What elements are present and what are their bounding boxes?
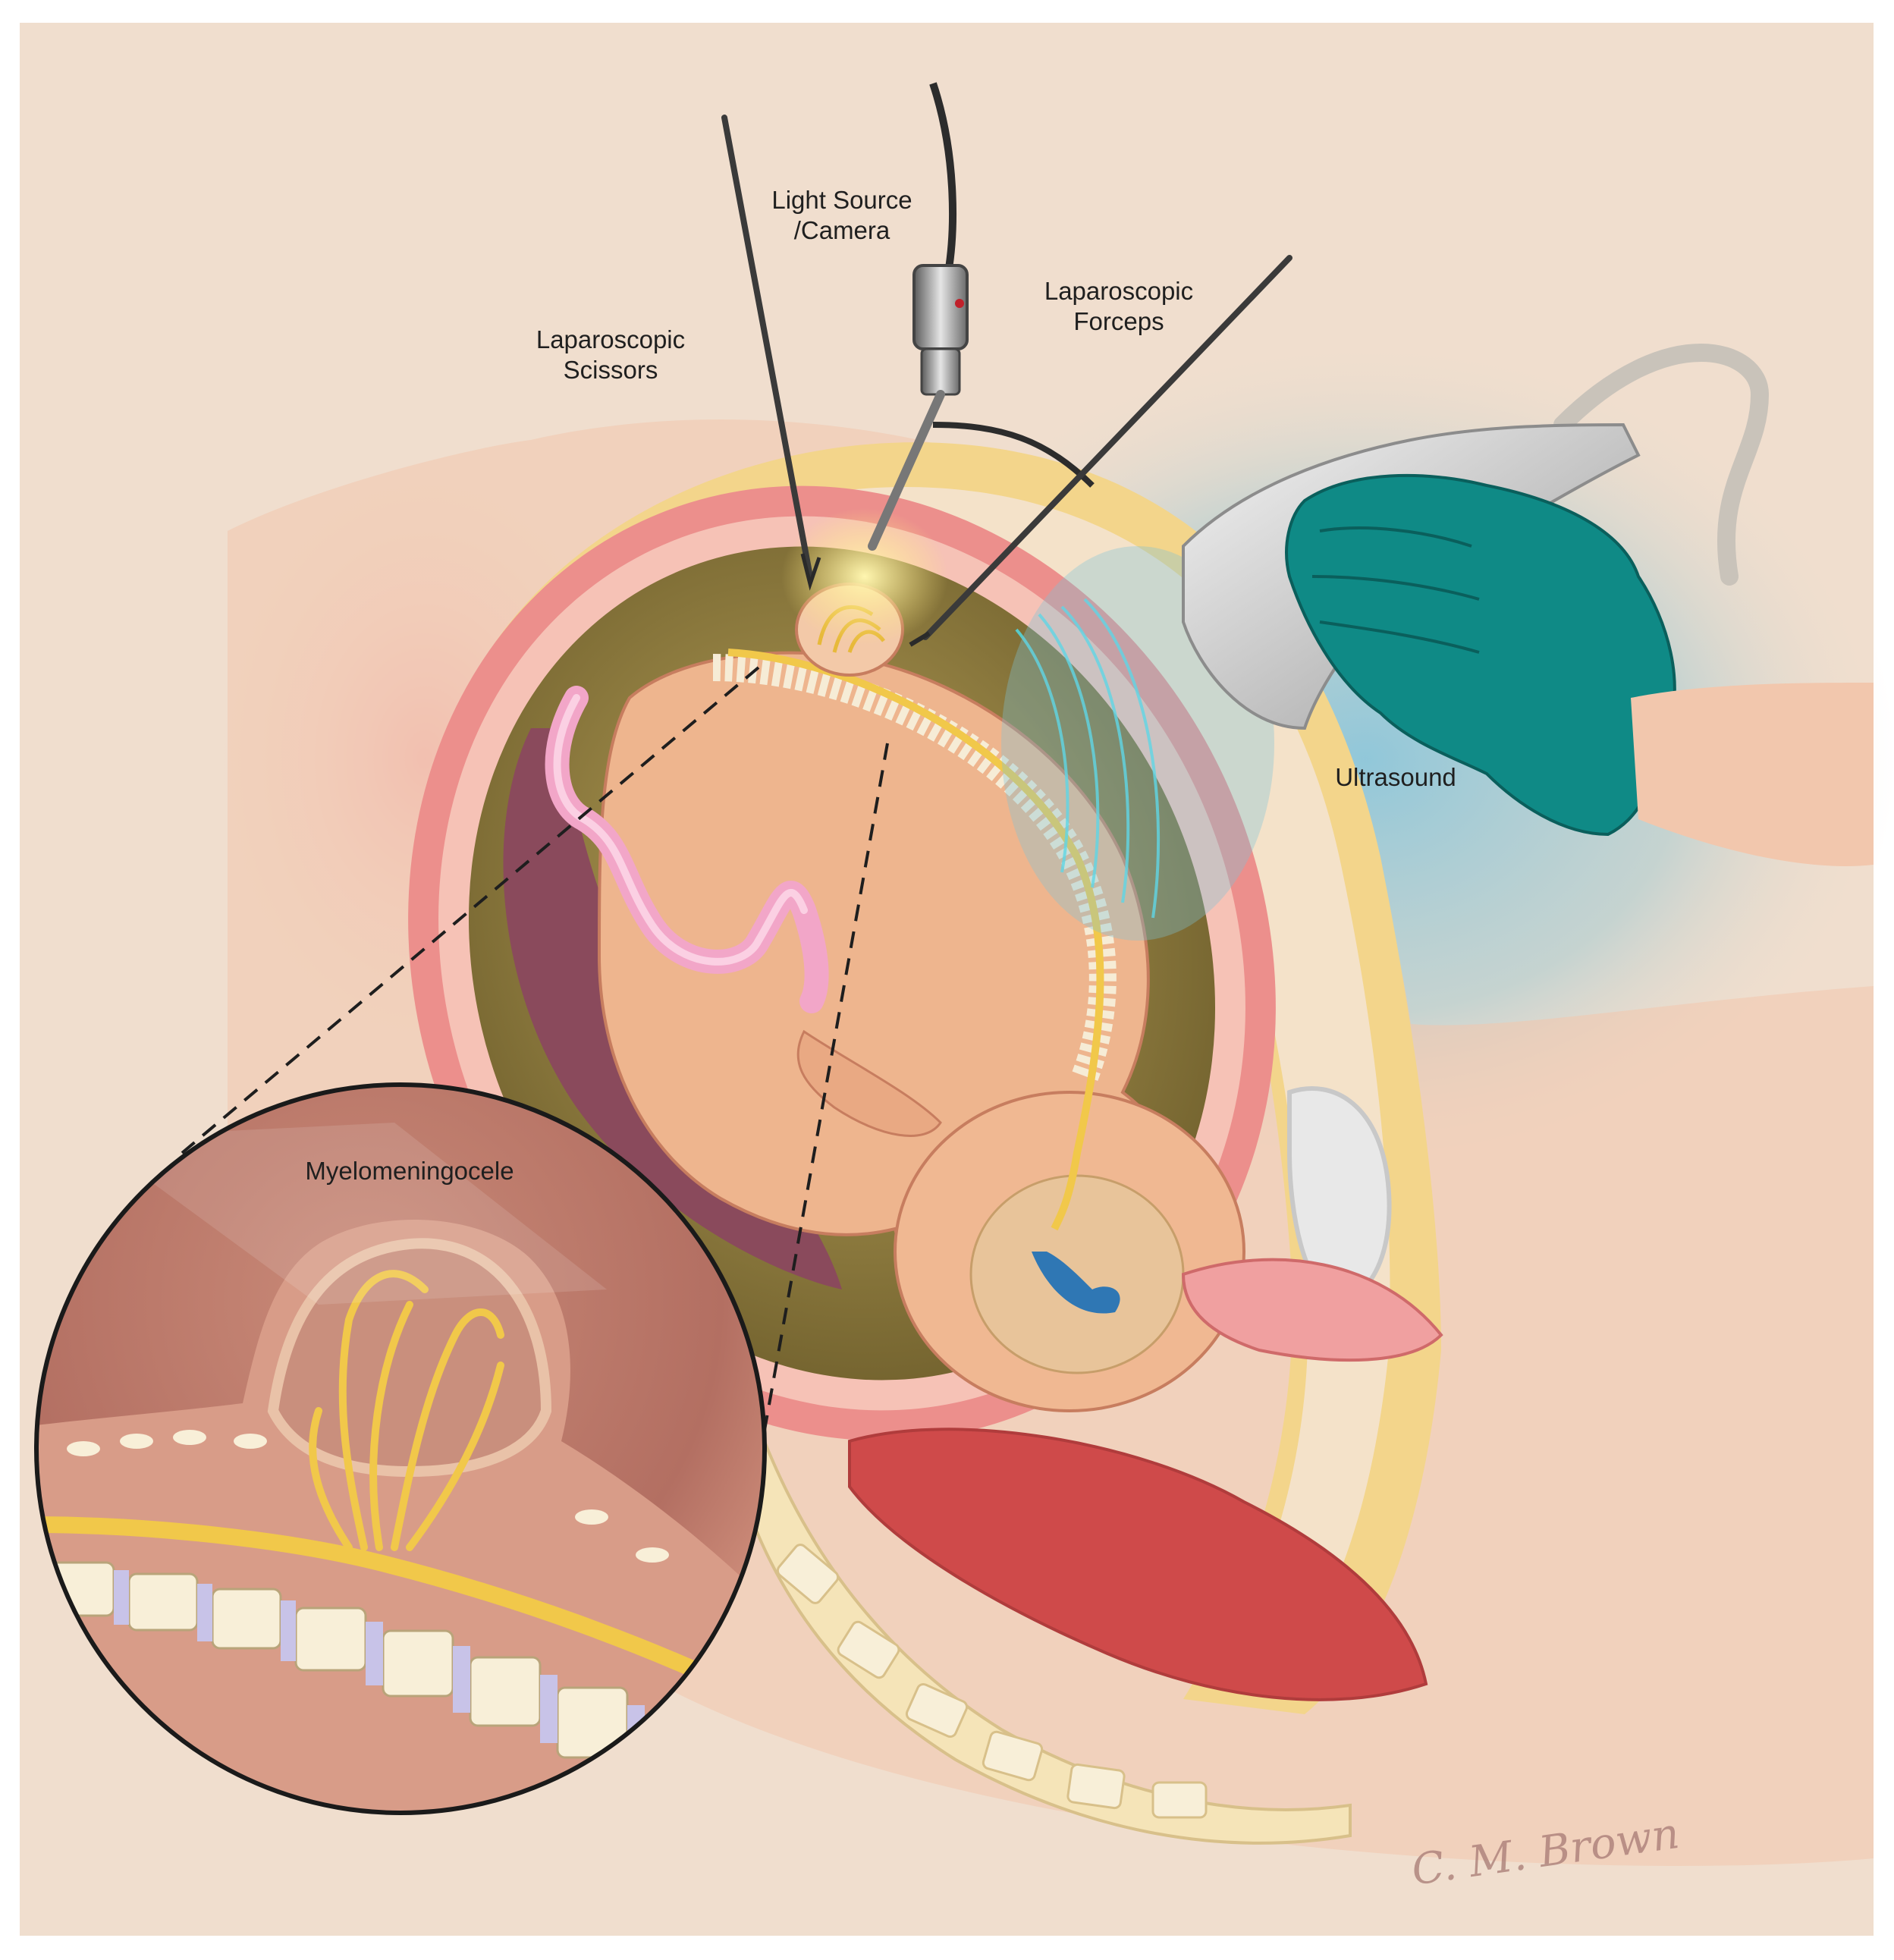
rectum — [848, 1428, 1428, 1701]
label-myelomeningocele: Myelomeningocele — [305, 1157, 514, 1185]
label-light-source-camera: Light Source /Camera — [771, 186, 912, 244]
forearm — [1631, 683, 1874, 866]
maternal-vertebrae — [776, 1544, 1208, 1819]
inset-light-rays — [91, 1123, 607, 1305]
camera-indicator — [955, 299, 964, 308]
label-laparoscopic-scissors: Laparoscopic Scissors — [536, 325, 686, 384]
umbilical-cord-highlight — [553, 694, 808, 966]
camera-coupler — [920, 347, 961, 396]
forceps-tip — [909, 631, 931, 647]
zoom-dashed-lines — [181, 666, 889, 1465]
laparoscopic-forceps — [922, 255, 1293, 640]
fetal-spinal-cord — [727, 649, 1104, 1231]
light-glow — [781, 508, 948, 645]
vagina-cervix — [1181, 1258, 1443, 1362]
inset-spinal-cord — [36, 1516, 765, 1714]
camera-cable — [929, 82, 956, 274]
ultrasound-waves — [1015, 598, 1161, 919]
inset-nerve-roots — [309, 1270, 504, 1551]
ultrasound-cable — [1553, 344, 1770, 586]
label-ultrasound: Ultrasound — [1335, 763, 1456, 791]
light-cable — [932, 422, 1095, 488]
fetus-arm — [796, 1029, 942, 1137]
glove-fingers — [1311, 526, 1480, 654]
inset-bone-flecks — [67, 1430, 669, 1563]
inset-frame — [34, 1082, 767, 1815]
scissors-tip — [800, 553, 821, 591]
fetal-brain — [969, 1174, 1185, 1374]
gloved-hand — [1285, 473, 1676, 837]
laparoscope-shaft — [868, 390, 945, 551]
laparoscopic-scissors — [721, 115, 813, 580]
label-laparoscopic-forceps: Laparoscopic Forceps — [1044, 277, 1194, 335]
brain-ventricle — [1032, 1252, 1120, 1314]
bladder — [1287, 1086, 1392, 1301]
